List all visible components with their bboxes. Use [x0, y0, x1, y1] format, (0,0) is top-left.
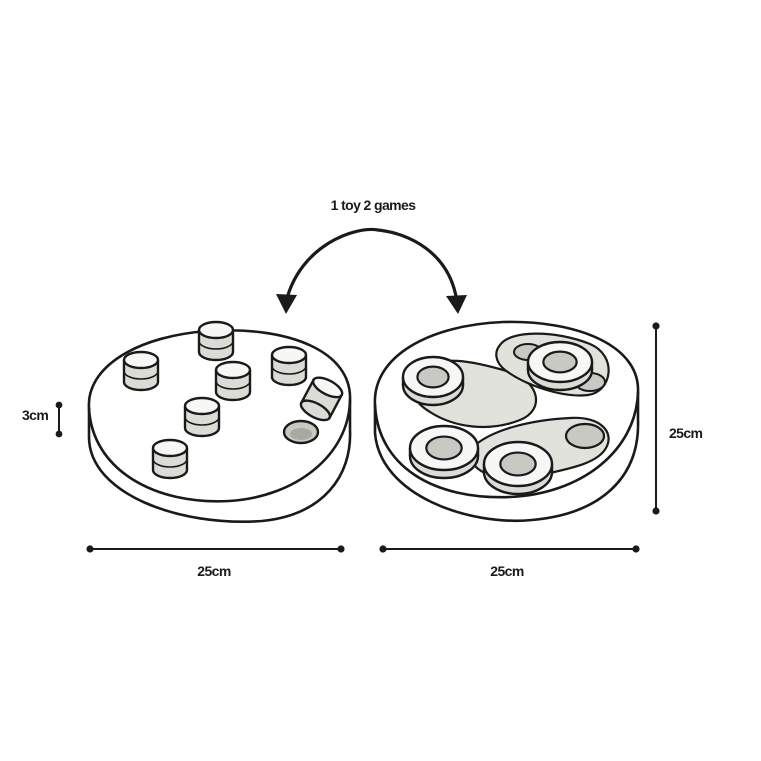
- right-width-dimension: 25cm: [379, 545, 640, 579]
- height-dimension: 3cm: [22, 401, 63, 438]
- slider-ring: [401, 355, 465, 407]
- removed-peg: [299, 376, 344, 422]
- peg: [197, 320, 235, 362]
- peg: [151, 438, 189, 480]
- depth-dimension: 25cm: [652, 322, 703, 515]
- right-width-label: 25cm: [490, 563, 524, 579]
- height-label: 3cm: [22, 407, 48, 423]
- peg: [183, 396, 221, 438]
- slider-ring: [526, 340, 594, 392]
- diagram-title: 1 toy 2 games: [331, 197, 417, 213]
- peg-game-disc: [87, 320, 352, 523]
- left-width-dimension: 25cm: [86, 545, 345, 579]
- slider-ring: [408, 424, 480, 480]
- depth-label: 25cm: [669, 425, 703, 441]
- slider-game-disc: [373, 320, 640, 523]
- peg: [214, 360, 252, 402]
- peg: [270, 345, 308, 387]
- peg: [122, 350, 160, 392]
- left-width-label: 25cm: [197, 563, 231, 579]
- slider-hole: [564, 422, 606, 450]
- curved-double-arrow-icon: [276, 227, 467, 314]
- slider-ring: [482, 440, 554, 496]
